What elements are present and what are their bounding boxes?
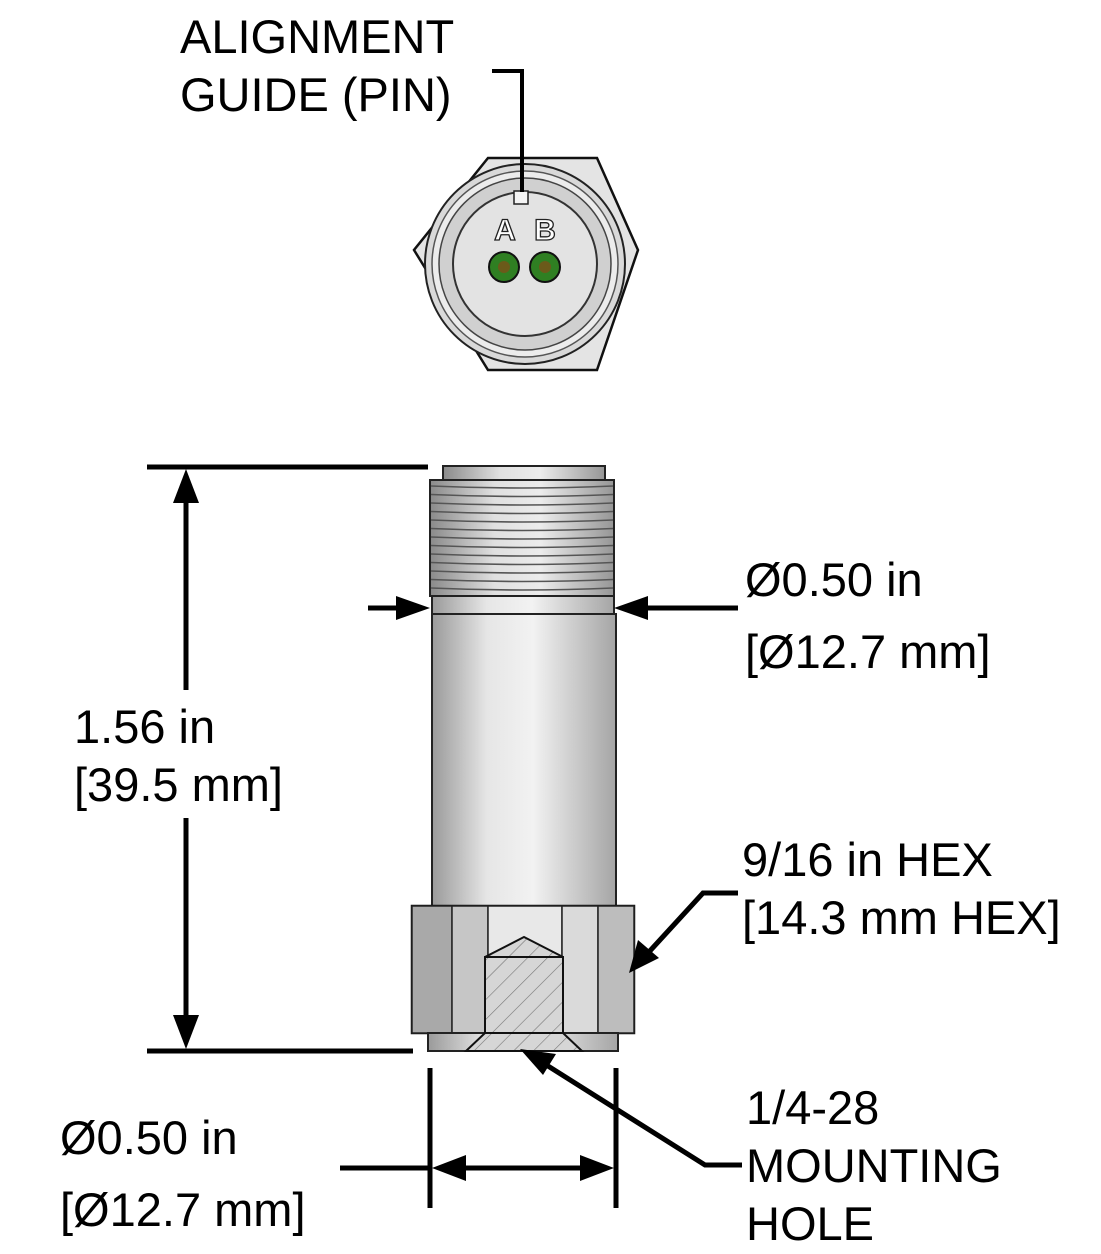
- mounting-hole-line2: MOUNTING: [746, 1139, 1002, 1192]
- hex-label: 9/16 in HEX [14.3 mm HEX]: [742, 831, 1061, 947]
- alignment-guide-leader: [492, 69, 524, 192]
- mounting-hole-section: [463, 935, 585, 1052]
- pin-a: [488, 251, 520, 283]
- thread-line: [430, 536, 614, 540]
- mounting-hole-label: 1/4-28 MOUNTING HOLE: [746, 1079, 1002, 1253]
- length-label: 1.56 in [39.5 mm]: [74, 698, 283, 814]
- pin-b-label: B: [534, 214, 556, 247]
- bottom-diameter-dimension: [340, 1068, 619, 1208]
- hex-leader: [646, 890, 738, 955]
- alignment-guide-line1: ALIGNMENT: [180, 10, 455, 63]
- pin-b: [529, 251, 561, 283]
- length-inch: 1.56 in: [74, 700, 216, 753]
- thread-line: [430, 502, 614, 506]
- connector-face: [452, 191, 598, 337]
- bottom-diameter-label: Ø0.50 in [Ø12.7 mm]: [60, 1102, 306, 1246]
- thread-line: [430, 485, 614, 489]
- hex-inch: 9/16 in HEX: [742, 833, 993, 886]
- thread-line: [430, 570, 614, 574]
- bottom-diameter-mm: [Ø12.7 mm]: [60, 1183, 306, 1236]
- alignment-guide-label: ALIGNMENT GUIDE (PIN): [180, 8, 454, 124]
- top-diameter-arrow-left: [396, 596, 430, 620]
- thread-line: [430, 553, 614, 557]
- connector-end-view: A B: [412, 69, 640, 372]
- top-diameter-mm: [Ø12.7 mm]: [745, 625, 991, 678]
- thread-line: [430, 578, 614, 583]
- alignment-pin: [513, 190, 529, 205]
- length-mm: [39.5 mm]: [74, 758, 283, 811]
- pin-a-label: A: [494, 214, 516, 247]
- thread-line: [430, 544, 614, 549]
- mounting-hole-line1: 1/4-28: [746, 1081, 880, 1134]
- sensor-side-view: [410, 465, 636, 1052]
- mounting-hole-leader-arrow: [520, 1049, 556, 1075]
- bottom-diameter-arrow-right: [580, 1155, 614, 1181]
- thread-line: [430, 561, 614, 566]
- hex-leader-arrow: [629, 940, 659, 973]
- sensor-body: [431, 613, 617, 907]
- thread-line: [430, 510, 614, 515]
- bottom-diameter-arrow-left: [432, 1155, 466, 1181]
- thread-line: [430, 587, 614, 591]
- thread-line: [430, 493, 614, 498]
- mounting-hole-leader: [546, 1063, 742, 1168]
- length-dimension: [147, 464, 428, 1054]
- thread-line: [430, 527, 614, 532]
- hex-mm: [14.3 mm HEX]: [742, 891, 1061, 944]
- thread-line: [430, 519, 614, 523]
- length-arrow-bottom: [173, 1015, 199, 1049]
- alignment-guide-line2: GUIDE (PIN): [180, 68, 452, 121]
- top-diameter-inch: Ø0.50 in: [745, 553, 923, 606]
- bottom-diameter-inch: Ø0.50 in: [60, 1111, 238, 1164]
- top-diameter-arrow-right: [614, 596, 648, 620]
- top-diameter-label: Ø0.50 in [Ø12.7 mm]: [745, 544, 991, 688]
- length-arrow-top: [173, 469, 199, 503]
- mounting-hole-line3: HOLE: [746, 1197, 874, 1250]
